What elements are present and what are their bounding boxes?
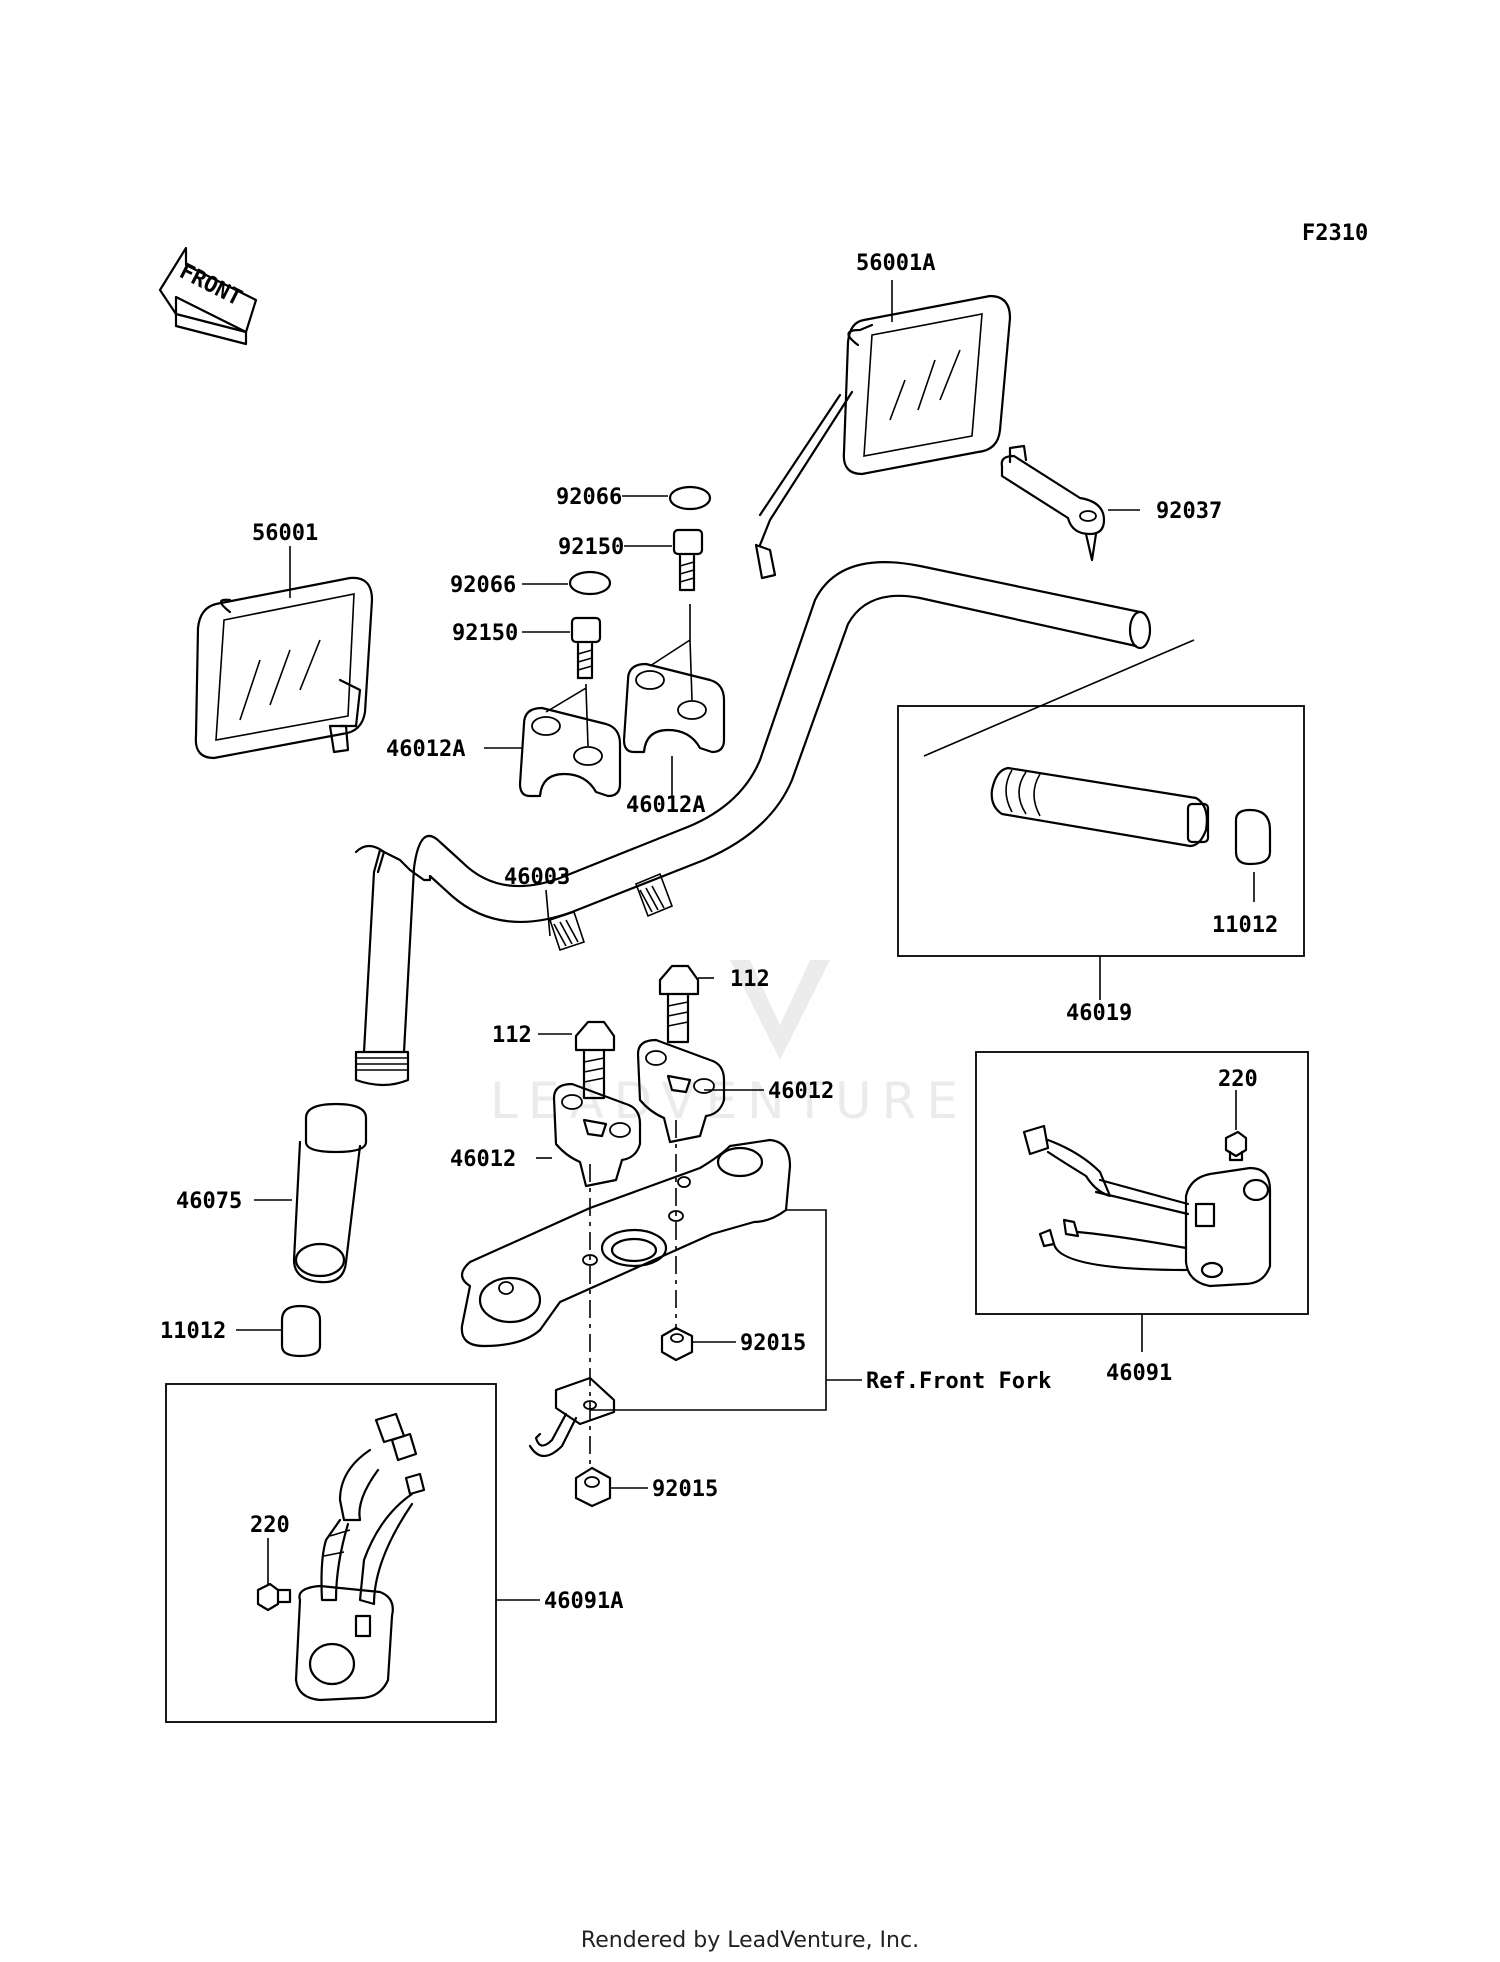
label-cap-lower: 92066 <box>450 573 516 598</box>
label-holder-upper-right: 46012A <box>626 793 705 818</box>
label-ref-front-fork: Ref.Front Fork <box>866 1369 1051 1394</box>
holder-lower-left[interactable] <box>552 1082 642 1188</box>
holder-upper-left[interactable] <box>518 706 622 798</box>
cap-lower[interactable] <box>568 570 612 596</box>
label-grip-end-right: 11012 <box>1212 913 1278 938</box>
switch-right-screw[interactable] <box>1224 1130 1248 1162</box>
mirror-left[interactable] <box>194 576 374 760</box>
label-grip-left: 46075 <box>176 1189 242 1214</box>
label-throttle-lever: 92037 <box>1156 499 1222 524</box>
bolt-lower[interactable] <box>570 616 602 680</box>
bolt-upper[interactable] <box>672 528 704 592</box>
holder-lower-right[interactable] <box>636 1038 726 1144</box>
hook-bracket[interactable] <box>528 1376 616 1458</box>
label-holder-lower-right: 46012 <box>768 1079 834 1104</box>
leader-lines <box>236 280 1255 1601</box>
label-switch-left-assy: 46091A <box>544 1589 623 1614</box>
label-throttle-grip-assy: 46019 <box>1066 1001 1132 1026</box>
nut-upper[interactable] <box>660 1326 694 1362</box>
grip-end-right[interactable] <box>1234 808 1272 866</box>
bolt-left-112[interactable] <box>574 1020 616 1100</box>
label-bolt-lower: 92150 <box>452 621 518 646</box>
throttle-grip-assy[interactable] <box>897 639 1305 957</box>
label-handlebar: 46003 <box>504 865 570 890</box>
label-switch-right-assy: 46091 <box>1106 1361 1172 1386</box>
knurl-sections <box>548 872 674 952</box>
switch-left-screw[interactable] <box>256 1582 292 1612</box>
bolt-right-112[interactable] <box>658 964 700 1044</box>
label-mirror-right: 56001A <box>856 251 935 276</box>
label-grip-end-left: 11012 <box>160 1319 226 1344</box>
label-holder-upper-left: 46012A <box>386 737 465 762</box>
label-holder-lower-left: 46012 <box>450 1147 516 1172</box>
label-bolt-left: 112 <box>492 1023 532 1048</box>
handlebar[interactable] <box>354 561 1152 1087</box>
label-switch-left-screw: 220 <box>250 1513 290 1538</box>
mirror-right[interactable] <box>754 294 1012 580</box>
holder-upper-right[interactable] <box>622 662 726 754</box>
cap-upper[interactable] <box>668 485 712 511</box>
switch-left-assy[interactable] <box>165 1383 497 1723</box>
switch-right-assy[interactable] <box>975 1051 1309 1315</box>
nut-lower[interactable] <box>574 1466 612 1508</box>
throttle-lever[interactable] <box>1000 444 1106 562</box>
front-arrow-label: FRONT <box>175 259 245 311</box>
label-switch-right-screw: 220 <box>1218 1067 1258 1092</box>
label-mirror-left: 56001 <box>252 521 318 546</box>
label-nut-upper: 92015 <box>740 1331 806 1356</box>
grip-end-left[interactable] <box>280 1304 322 1358</box>
grip-left[interactable] <box>292 1102 368 1284</box>
diagram-code: F2310 <box>1302 221 1368 246</box>
label-bolt-right: 112 <box>730 967 770 992</box>
label-bolt-upper: 92150 <box>558 535 624 560</box>
front-arrow-icon: FRONT <box>158 246 258 346</box>
footer-credit: Rendered by LeadVenture, Inc. <box>580 1928 920 1953</box>
label-cap-upper: 92066 <box>556 485 622 510</box>
label-nut-lower: 92015 <box>652 1477 718 1502</box>
